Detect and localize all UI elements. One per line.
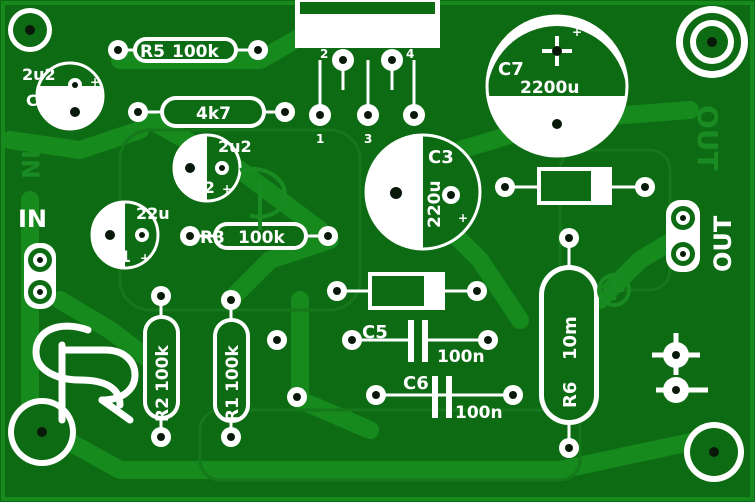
in-mirror-label: IN bbox=[16, 150, 44, 179]
out-mirror-label: OUT bbox=[691, 105, 724, 171]
capacitor-c7: C7 2200u + bbox=[485, 14, 629, 158]
regulator-ic: 1 2 3 4 5 bbox=[295, 0, 440, 146]
ic-pin-3-label: 3 bbox=[364, 132, 372, 146]
c5-ref-label: C5 bbox=[362, 322, 388, 343]
c4-value-label: 2u2 bbox=[22, 65, 56, 84]
c3-ref-label: C3 bbox=[428, 147, 454, 168]
resistor-r3: R3 100k bbox=[180, 222, 338, 250]
c7-value-label: 2200u bbox=[520, 78, 579, 98]
capacitor-c3: C3 220u + bbox=[364, 133, 482, 251]
capacitor-c5: C5 100n bbox=[342, 320, 498, 367]
c4-ref-label: C4 bbox=[26, 91, 49, 110]
c3-value-label: 220u bbox=[425, 180, 445, 228]
mirror-logo bbox=[239, 166, 288, 230]
power-pads bbox=[652, 333, 708, 403]
capacitor-c6: C6 100n bbox=[366, 373, 523, 423]
resistor-r1: R1 100k bbox=[213, 290, 250, 447]
c2-ref-label: C2 bbox=[192, 178, 215, 197]
r3-ref-label: R3 bbox=[200, 228, 225, 248]
mounting-hole-top-left bbox=[8, 8, 52, 52]
r4k7-value-label: 4k7 bbox=[196, 104, 231, 124]
r5-ref-label: R5 bbox=[140, 42, 165, 62]
out-label: OUT bbox=[709, 215, 737, 272]
r2-value-label: 100k bbox=[153, 345, 173, 392]
c6-value-label: 100n bbox=[455, 403, 503, 423]
resistor-r5: R5 100k bbox=[108, 37, 268, 63]
mounting-hole-top-right bbox=[676, 6, 748, 78]
c1-ref-label: C1 bbox=[108, 247, 131, 266]
ic-pads bbox=[309, 49, 425, 126]
resistor-r6: R6 10m bbox=[539, 228, 599, 458]
r2-ref-label: R2 bbox=[153, 397, 173, 422]
board-logo bbox=[32, 322, 139, 424]
c5-value-label: 100n bbox=[437, 347, 485, 367]
resistor-4k7: 4k7 bbox=[128, 96, 295, 128]
output-connector: OUT bbox=[666, 200, 737, 272]
c6-ref-label: C6 bbox=[403, 373, 429, 394]
c7-plus-mark: + bbox=[572, 25, 582, 39]
r3-value-label: 100k bbox=[238, 228, 285, 248]
loose-pads bbox=[267, 330, 307, 407]
mounting-hole-bottom-right bbox=[684, 422, 744, 482]
ic-pin-2-label: 2 bbox=[320, 47, 328, 61]
capacitor-c2: 2u2 C2 + bbox=[172, 133, 252, 203]
r6-value-label: 10m bbox=[560, 316, 581, 360]
diode-lower bbox=[327, 272, 487, 310]
ic-pin-4-label: 4 bbox=[406, 47, 414, 61]
r5-value-label: 100k bbox=[172, 42, 219, 62]
copper-traces bbox=[1, 11, 709, 479]
c4-plus-mark: + bbox=[90, 75, 100, 89]
diode-upper bbox=[495, 167, 655, 205]
ic-tab-slot bbox=[300, 2, 435, 14]
capacitor-c1: 22u C1 + bbox=[90, 200, 170, 270]
in-label: IN bbox=[18, 205, 47, 233]
c1-plus-mark: + bbox=[140, 251, 150, 265]
resistor-r2: R2 100k bbox=[143, 286, 180, 447]
r6-ref-label: R6 bbox=[560, 382, 581, 408]
r1-ref-label: R1 bbox=[223, 397, 243, 422]
mounting-hole-bottom-left bbox=[8, 398, 76, 466]
c1-value-label: 22u bbox=[136, 204, 170, 223]
c2-plus-mark: + bbox=[222, 182, 232, 196]
mirror-plus-mark bbox=[597, 273, 631, 307]
capacitor-c4: 2u2 C4 + bbox=[22, 61, 105, 131]
c2-value-label: 2u2 bbox=[218, 137, 252, 156]
c3-plus-mark: + bbox=[458, 211, 468, 225]
c7-ref-label: C7 bbox=[498, 59, 524, 80]
r1-value-label: 100k bbox=[223, 345, 243, 392]
input-connector: IN bbox=[18, 205, 56, 309]
ic-pin-1-label: 1 bbox=[316, 132, 324, 146]
